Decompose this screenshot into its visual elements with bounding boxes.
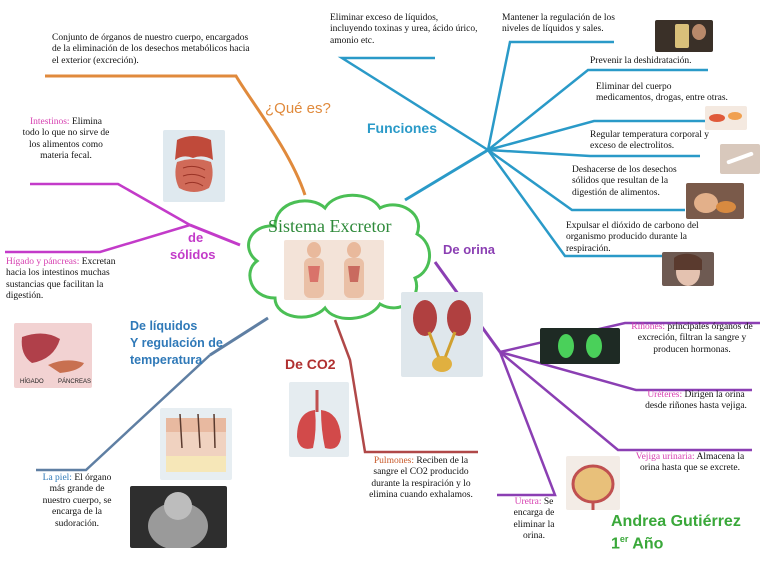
funcion-1: Eliminar exceso de líquidos, incluyendo … [330, 13, 478, 46]
branch-que-es: ¿Qué es? [265, 100, 331, 117]
pancreas-caption: PÁNCREAS [58, 378, 91, 385]
funcion-2: Mantener la regulación de los niveles de… [502, 13, 615, 35]
connector-funcion-3 [487, 68, 708, 151]
connector-funcion-2 [486, 40, 614, 151]
piel-label: La piel: [42, 473, 72, 483]
lungs-image [289, 382, 349, 457]
thermometer-image [720, 144, 760, 174]
uretra-text: Uretra: Se encarga de eliminar la orina. [507, 497, 561, 543]
connector-que-es [45, 74, 307, 196]
author-grade-superscript: er [619, 534, 629, 544]
higado-text: Hígado y páncreas: Excretan hacia los in… [6, 257, 118, 303]
connector-ureteres [499, 350, 752, 392]
uretra-desc: Se encarga de eliminar la orina. [513, 497, 555, 542]
intestinos-desc: Elimina todo lo que no sirve de los alim… [22, 117, 110, 162]
funcion-3: Prevenir la deshidratación. [590, 56, 692, 66]
connector-intestinos [30, 182, 191, 227]
branch-liquidos-line1: De líquidos [130, 319, 198, 333]
kidneys-image [401, 292, 483, 377]
liver-pancreas-image: HÍGADO PÁNCREAS [14, 323, 92, 388]
bladder-image [566, 456, 620, 510]
branch-liquidos-line3: temperatura [130, 353, 203, 367]
higado-label: Hígado y páncreas: [6, 257, 80, 267]
branch-funciones: Funciones [367, 120, 438, 136]
uretra-label: Uretra: [514, 497, 542, 507]
connector-funcion-6 [487, 148, 685, 212]
branch-solidos-line2: sólidos [170, 247, 216, 262]
connector-liquidos [209, 316, 269, 357]
connector-vejiga [499, 351, 752, 452]
kidneys-xray-image [540, 328, 620, 364]
piel-desc: El órgano más grande de nuestro cuerpo, … [42, 473, 112, 529]
eating-image [686, 183, 744, 219]
intestinos-label: Intestinos: [29, 117, 70, 127]
pills-image [705, 106, 747, 130]
center-title: Sistema Excretor [268, 216, 392, 236]
intestinos-text: Intestinos: Elimina todo lo que no sirve… [22, 117, 110, 163]
connector-funcion-4 [487, 119, 718, 152]
higado-desc: Excretan hacia los intestinos muchas sus… [6, 257, 116, 302]
ureteres-desc: Dirigen la orina desde riñones hasta vej… [645, 390, 747, 412]
breathing-image [662, 252, 714, 286]
author-name: Andrea Gutiérrez [611, 513, 741, 530]
connector-higado [5, 223, 191, 254]
author-grade-word: Año [632, 535, 664, 553]
rinones-desc: principales órganos de excreción, filtra… [637, 322, 753, 355]
branch-solidos-line1: de [188, 230, 204, 245]
funcion-4: Eliminar del cuerpo medicamentos, drogas… [596, 82, 728, 104]
connector-solidos [189, 223, 241, 247]
pulmones-label: Pulmones: [373, 456, 415, 466]
connector-funcion-1 [337, 56, 489, 152]
vejiga-label: Vejiga urinaria: [635, 452, 695, 462]
funcion-7: Expulsar el dióxido de carbono del organ… [566, 221, 699, 254]
connector-uretra [497, 351, 557, 497]
ureteres-text: Uréteres: Dirigen la orina desde riñones… [636, 390, 756, 413]
que-es-text: Conjunto de órganos de nuestro cuerpo, e… [52, 33, 250, 66]
ureteres-label: Uréteres: [647, 390, 683, 400]
branch-liquidos-line2: Y regulación de [130, 336, 223, 350]
skin-diagram-image [160, 408, 232, 480]
piel-text: La piel: El órgano más grande de nuestro… [36, 473, 118, 530]
vejiga-text: Vejiga urinaria: Almacena la orina hasta… [626, 452, 754, 475]
rinones-text: Riñones: principales órganos de excreció… [622, 322, 762, 356]
connector-co2 [333, 319, 478, 454]
connector-funciones [404, 148, 489, 202]
branch-orina: De orina [443, 242, 496, 257]
pulmones-text: Pulmones: Reciben de la sangre el CO2 pr… [362, 456, 480, 502]
connector-piel [36, 354, 211, 472]
funcion-6: Deshacerse de los desechos sólidos que r… [572, 165, 677, 198]
pulmones-desc: Reciben de la sangre el CO2 producido du… [369, 456, 473, 501]
intestines-image [163, 130, 225, 202]
human-body-image [284, 240, 384, 300]
connector-funcion-5 [487, 148, 700, 158]
funcion-5: Regular temperatura corporal y exceso de… [590, 130, 709, 152]
author-grade-number: 1 [611, 535, 620, 553]
author-grade: 1er Año [611, 534, 663, 553]
rinones-label: Riñones: [631, 322, 666, 332]
drinking-image [655, 20, 713, 52]
liver-caption: HÍGADO [20, 378, 44, 385]
vejiga-desc: Almacena la orina hasta que se excrete. [640, 452, 745, 474]
branch-co2: De CO2 [285, 356, 336, 372]
sweat-skin-image [130, 486, 227, 548]
